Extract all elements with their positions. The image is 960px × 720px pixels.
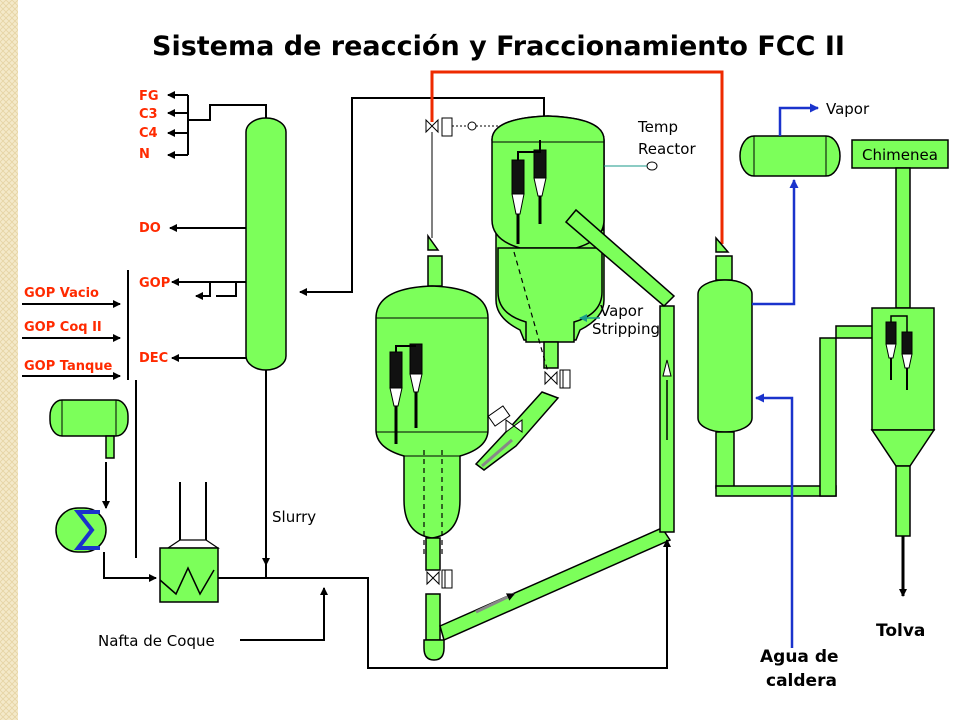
draw-gop: GOP <box>139 276 170 291</box>
spent-valve-actuator <box>559 369 571 389</box>
reactor-stripper-neck <box>543 341 559 369</box>
riser-top-crossover <box>564 208 676 308</box>
feed-header <box>127 270 137 558</box>
regen-cyclone-cone-1 <box>389 387 403 407</box>
vapor-out-line <box>778 103 819 136</box>
furnace-to-riser <box>218 577 420 669</box>
flue-nozzle <box>715 235 730 253</box>
flue-stack <box>715 255 733 281</box>
label-tolva: Tolva <box>876 621 925 641</box>
flue-duct-riser <box>819 337 837 497</box>
product-c3: C3 <box>139 107 158 122</box>
reactor-top-valve-actuator <box>441 117 453 137</box>
flue-duct-top <box>835 325 875 339</box>
temp-sensor-icon <box>646 161 658 171</box>
separator-cyclone-cone-2 <box>901 353 913 369</box>
reactor-lower <box>497 247 603 343</box>
reactor-cyclone-2 <box>533 149 547 179</box>
reactor-vapor-line <box>299 97 545 296</box>
white-panel <box>18 0 106 720</box>
regen-flue-line <box>430 70 724 244</box>
riser-flow-arrow <box>475 592 515 614</box>
feed-gop-coq: GOP Coq II <box>24 320 102 335</box>
water-in-line <box>755 393 794 648</box>
furnace-stack <box>179 482 207 540</box>
fractionator-column <box>245 117 287 371</box>
regen-cyclone-1 <box>389 351 403 389</box>
separator-cyclone-cone-1 <box>885 343 897 359</box>
label-temp: Temp <box>637 118 678 136</box>
regen-valve-actuator <box>441 569 453 589</box>
feed-drum-boot <box>105 435 115 459</box>
furnace-coil <box>159 566 215 596</box>
label-slurry: Slurry <box>272 508 316 526</box>
regen-cyclone-cone-2 <box>409 373 423 393</box>
regen-top-stack <box>427 255 443 287</box>
heat-exchanger <box>55 507 107 553</box>
product-n: N <box>139 147 150 162</box>
gop-pump-loop <box>195 282 211 300</box>
gop-return <box>216 282 237 297</box>
separator-cyclone-link <box>890 315 908 332</box>
flue-cooler-bottom <box>715 431 735 489</box>
spent-cat-slide-valve <box>544 370 558 386</box>
label-chimenea: Chimenea <box>862 146 938 164</box>
spent-control-dashed <box>513 251 549 373</box>
label-vapor-stripping-2: Stripping <box>592 320 660 338</box>
label-nafta-coque: Nafta de Coque <box>98 632 215 650</box>
label-vapor-stripping-1: Vapor <box>600 302 644 320</box>
separator-cyclone-2 <box>901 331 913 355</box>
chimenea-box <box>851 139 949 169</box>
feed-furnace <box>159 547 219 603</box>
overhead-line <box>188 104 267 121</box>
reactor-cyclone-cone-1 <box>511 193 525 215</box>
steam-drum <box>739 135 841 177</box>
spent-valve-2 <box>505 419 523 433</box>
product-fg: FG <box>139 89 159 104</box>
reactor-cyclone-link <box>517 140 541 160</box>
regen-lower-standpipe <box>425 593 441 641</box>
flue-gas-cooler <box>697 279 753 433</box>
separator-cyclone-1 <box>885 321 897 345</box>
diagram-title: Sistema de reacción y Fraccionamiento FC… <box>152 31 845 62</box>
left-border-outer <box>0 0 18 720</box>
label-caldera: caldera <box>766 671 837 691</box>
spent-cat-arrow <box>481 438 513 468</box>
draw-do: DO <box>139 221 161 236</box>
label-agua-de: Agua de <box>760 647 839 667</box>
riser-up-arrow <box>662 359 672 377</box>
reactor-top-valve <box>425 118 439 134</box>
regen-standpipe <box>425 537 441 571</box>
label-vapor: Vapor <box>826 100 870 118</box>
riser-bottom-bend <box>423 639 445 661</box>
spent-catalyst-line <box>474 391 560 471</box>
feed-gop-vacio: GOP Vacio <box>24 286 99 301</box>
chimenea-stack <box>895 167 911 309</box>
regen-slide-valve <box>426 570 440 586</box>
feed-drum <box>49 399 129 437</box>
reactor-top-valve-controller <box>467 121 477 131</box>
draw-dec: DEC <box>139 351 168 366</box>
regen-top-nozzle <box>427 233 440 251</box>
separator-vessel <box>871 307 935 431</box>
separator-drain <box>895 465 911 537</box>
product-c4: C4 <box>139 126 158 141</box>
exchanger-sigma-icon <box>73 510 100 550</box>
label-reactor: Reactor <box>638 140 696 158</box>
flue-duct <box>715 485 837 497</box>
riser-to-column-line <box>420 539 671 669</box>
regen-cyclone-link <box>395 345 416 352</box>
regen-cyclone-2 <box>409 343 423 375</box>
reactor-cyclone-cone-2 <box>533 177 547 197</box>
nafta-line <box>240 587 328 641</box>
reactor-cyclone-1 <box>511 159 525 195</box>
exchanger-outlet <box>103 552 157 582</box>
feed-gop-tanque: GOP Tanque <box>24 359 113 374</box>
cooler-to-drum-line <box>752 179 799 306</box>
spent-valve-2-actuator <box>487 405 511 427</box>
